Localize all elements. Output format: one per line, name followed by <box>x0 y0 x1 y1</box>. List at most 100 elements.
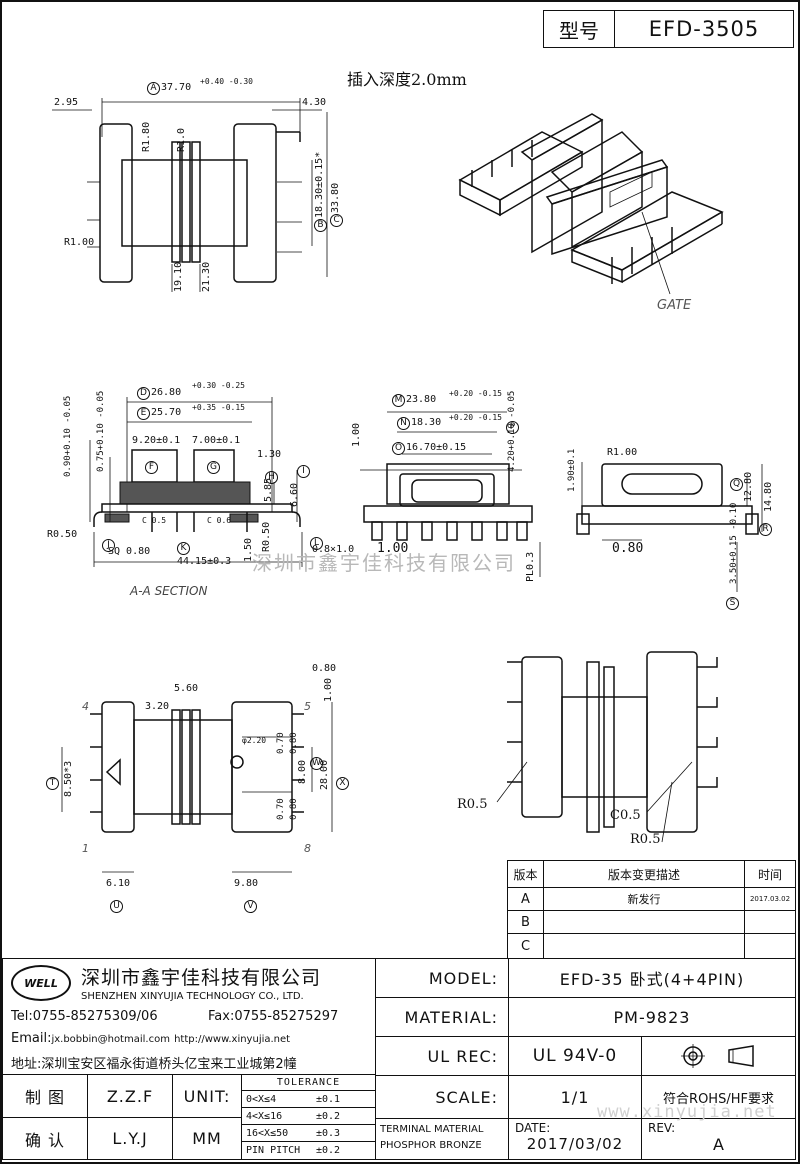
dim-4-30: 4.30 <box>302 97 327 108</box>
type-label: 型号 <box>543 10 615 48</box>
check-label: 确 认 <box>2 1117 88 1160</box>
rev-block: REV: A <box>641 1118 796 1160</box>
balloon-l: L <box>310 530 324 550</box>
balloon-u: U <box>110 893 124 913</box>
dim-0-70a: 0.70 <box>276 732 286 754</box>
rev-row-desc: 新发行 <box>543 887 745 911</box>
dim-g: 7.00±0.1 <box>192 435 241 446</box>
bottom-shape <box>61 701 333 873</box>
draw-label: 制 图 <box>2 1074 88 1118</box>
terminal-material: TERMINAL MATERIAL PHOSPHOR BRONZE <box>375 1118 509 1160</box>
iso2-c0-5: C0.5 <box>610 808 641 823</box>
dim-f: 9.20±0.1 <box>132 435 181 446</box>
balloon-b: B <box>314 219 327 232</box>
model-value: EFD-35 卧式(4+4PIN) <box>508 958 796 998</box>
company-name-en: SHENZHEN XINYUJIA TECHNOLOGY CO., LTD. <box>81 991 304 1002</box>
dim-0-90: 0.90+0.10 -0.05 <box>63 395 73 477</box>
dim-8-00: 8.00 <box>297 759 308 784</box>
company-address: 地址:深圳宝安区福永街道桥头亿宝来工业城第2幢 <box>11 1057 297 1072</box>
dim-3-50: 3.50+0.15 -0.10 <box>729 502 739 584</box>
balloon-d: D <box>137 387 150 400</box>
tolerance-table: TOLERANCE 0<X≤4±0.1 4<X≤16±0.2 16<X≤50±0… <box>241 1074 376 1160</box>
company-block: WELL 深圳市鑫宇佳科技有限公司 SHENZHEN XINYUJIA TECH… <box>2 958 376 1075</box>
dim-0-80b: 0.80 <box>289 798 299 820</box>
dim-n-tol: +0.20 -0.15 <box>449 413 502 422</box>
dim-1-00-front: 1.00 <box>351 422 362 447</box>
tolerance-row: 0<X≤4±0.1 <box>242 1091 375 1108</box>
dim-1-30: 1.30 <box>257 449 282 460</box>
dim-m-tol: +0.20 -0.15 <box>449 389 502 398</box>
dim-6-60: 6.60 <box>289 482 300 507</box>
tolerance-row: PIN PITCH±0.2 <box>246 1145 341 1156</box>
dim-0-80-bottom: 0.80 <box>312 663 337 674</box>
dim-5-60: 5.60 <box>174 683 199 694</box>
rev-row-date <box>744 933 796 959</box>
dim-1-90: 1.90±0.1 <box>567 448 577 492</box>
material-label: MATERIAL: <box>375 997 509 1037</box>
dim-r1-0: R1.0 <box>176 127 187 152</box>
balloon-w: W <box>310 750 324 770</box>
dim-28-00: 28.00 <box>319 759 330 790</box>
third-angle-icon <box>680 1044 754 1068</box>
rev-row-ver: A <box>507 887 544 911</box>
dim-0-8x1-0: 0.8×1.0 <box>312 544 355 555</box>
balloon-k: K <box>177 542 191 555</box>
ulrec-value: UL 94V-0 <box>508 1036 642 1076</box>
section-shape <box>89 397 303 567</box>
date-block: DATE: 2017/03/02 <box>508 1118 642 1160</box>
rev-head-desc: 版本变更描述 <box>543 860 745 888</box>
dim-14-80: 14.80 <box>763 481 774 512</box>
dim-3-20: 3.20 <box>145 701 170 712</box>
balloon-q: Q <box>730 471 744 491</box>
dim-2-95: 2.95 <box>54 97 79 108</box>
dim-1-00b: 1.00 <box>377 541 409 556</box>
balloon-v: V <box>244 893 258 913</box>
side-shape <box>576 462 763 592</box>
scale-label: SCALE: <box>375 1075 509 1119</box>
dim-0-75: 0.75+0.10 -0.05 <box>96 390 106 472</box>
dim-21-30: 21.30 <box>201 261 212 292</box>
model-code: EFD-3505 <box>614 10 794 48</box>
balloon-j: J <box>102 532 116 552</box>
dim-phi2-20: φ2.20 <box>242 736 267 745</box>
check-name: L.Y.J <box>87 1117 173 1160</box>
balloon-f: F <box>145 454 159 474</box>
pin-4: 4 <box>82 700 89 713</box>
section-caption: A-A SECTION <box>130 584 208 598</box>
dim-d-tol: +0.30 -0.25 <box>192 381 245 390</box>
dim-9-80: 9.80 <box>234 878 259 889</box>
dim-pl0-3: PL0.3 <box>525 551 536 582</box>
dim-8-50x3: 8.50*3 <box>63 760 74 797</box>
dim-c05a: C 0.5 <box>142 516 167 525</box>
insert-depth: 插入深度2.0mm <box>347 70 467 89</box>
balloon-r: R <box>759 516 773 536</box>
dim-r1-00-side: R1.00 <box>607 447 638 458</box>
balloon-p: P <box>506 414 520 434</box>
rev-head-date: 时间 <box>744 860 796 888</box>
dim-0-70b: 0.70 <box>276 798 286 820</box>
iso-view2-shape <box>496 651 718 843</box>
front-shape <box>360 411 541 577</box>
company-tel: Tel:0755-85275309/06 <box>11 1009 158 1024</box>
dim-0-80a: 0.80 <box>289 732 299 754</box>
balloon-e: E <box>137 407 150 420</box>
tolerance-row: 4<X≤16±0.2 <box>242 1108 375 1125</box>
dim-a-tol: +0.40 -0.30 <box>200 77 253 86</box>
view1-shape <box>52 98 328 292</box>
balloon-i: I <box>297 458 311 478</box>
rev-row-desc <box>543 910 745 934</box>
rev-row-desc <box>543 933 745 959</box>
balloon-s: S <box>726 590 740 610</box>
dim-6-10: 6.10 <box>106 878 131 889</box>
rev-row-ver: C <box>507 933 544 959</box>
model-label: MODEL: <box>375 958 509 998</box>
ulrec-label: UL REC: <box>375 1036 509 1076</box>
balloon-h: H <box>265 464 279 484</box>
company-logo: WELL <box>11 965 71 1001</box>
